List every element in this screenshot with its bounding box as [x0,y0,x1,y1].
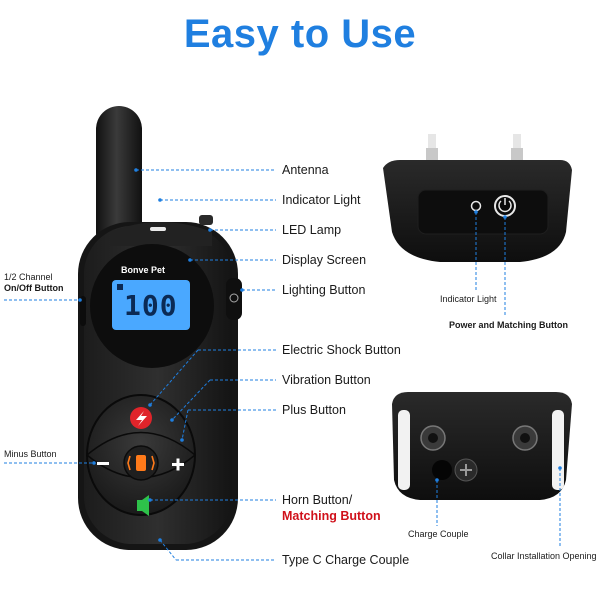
horn-button[interactable] [137,495,149,516]
collar-top [383,134,572,262]
label-charge-couple: Charge Couple [408,529,469,539]
label-installation-opening: Collar Installation Opening [491,551,597,561]
label-led-lamp: LED Lamp [282,223,342,237]
collar-bottom [392,392,572,500]
charge-port [432,460,452,480]
label-plus-button: Plus Button [282,403,346,417]
channel-switch[interactable] [80,296,86,326]
label-channel-line1: 1/2 Channel [4,272,53,282]
vibration-button[interactable] [123,445,159,481]
callout-lines [4,169,561,561]
label-power-matching: Power and Matching Button [449,320,568,330]
display-area [90,244,214,368]
label-electric-shock-button: Electric Shock Button [282,343,401,357]
label-indicator-light: Indicator Light [282,193,361,207]
installation-slot-right [552,410,564,490]
display-value: 100 [124,289,178,322]
lighting-button[interactable] [226,278,242,320]
plus-button[interactable] [172,458,184,471]
label-matching-button: Matching Button [282,509,381,523]
label-collar-indicator: Indicator Light [440,294,497,304]
display-screen [112,280,190,330]
label-type-c: Type C Charge Couple [282,553,410,567]
antenna [96,106,142,256]
label-minus-button: Minus Button [4,449,57,459]
label-display-screen: Display Screen [282,253,367,267]
page-title: Easy to Use [183,12,417,56]
remote-brand: Bonve Pet [121,265,166,275]
label-channel-line2: On/Off Button [4,283,64,293]
led-lamp [199,215,213,225]
label-lighting-button: Lighting Button [282,283,366,297]
button-pad [86,394,196,516]
installation-slot-left [398,410,410,490]
label-vibration-button: Vibration Button [282,373,371,387]
minus-button[interactable] [97,462,109,465]
label-horn-button: Horn Button/ [282,493,353,507]
indicator-light [150,227,166,231]
label-antenna: Antenna [282,163,329,177]
